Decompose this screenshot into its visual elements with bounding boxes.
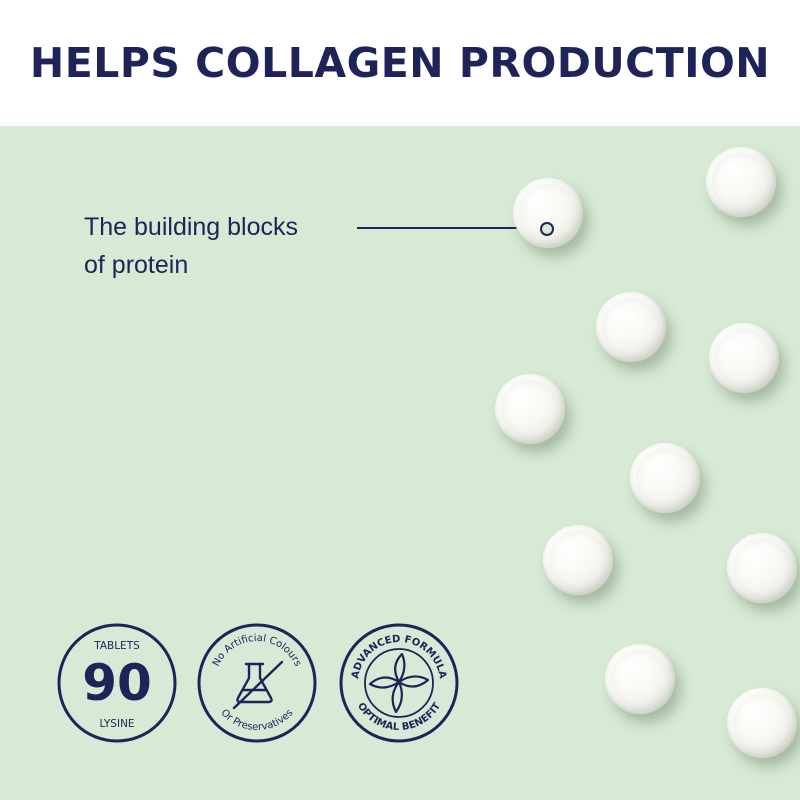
flask-strikethrough-icon: No Artificial Colours Or Preservatives xyxy=(197,623,317,743)
no-artificial-badge: No Artificial Colours Or Preservatives xyxy=(196,622,318,744)
callout-line-1: The building blocks xyxy=(84,213,299,241)
header-banner: HELPS COLLAGEN PRODUCTION xyxy=(0,0,800,126)
page-title: HELPS COLLAGEN PRODUCTION xyxy=(29,39,771,87)
callout-text: The building blocks of protein xyxy=(84,208,364,284)
tablet-image xyxy=(727,533,797,603)
leaf-flower-icon: ADVANCED FORMULA OPTIMAL BENEFIT xyxy=(339,623,459,743)
tablet-image xyxy=(495,374,565,444)
tablet-image xyxy=(709,323,779,393)
circle-badge-icon xyxy=(57,623,177,743)
callout-line-2: of protein xyxy=(84,251,189,279)
tablets-count-badge: TABLETS 90 LYSINE xyxy=(56,622,178,744)
tablet-image xyxy=(630,443,700,513)
badge-number: 90 xyxy=(82,654,152,712)
advanced-formula-badge: ADVANCED FORMULA OPTIMAL BENEFIT xyxy=(338,622,460,744)
tablet-image xyxy=(596,292,666,362)
badge-bottom-label: LYSINE xyxy=(99,718,135,730)
tablet-image xyxy=(513,178,583,248)
tablet-image xyxy=(727,688,797,758)
svg-text:Or Preservatives: Or Preservatives xyxy=(218,707,295,733)
callout-leader-line xyxy=(357,227,541,229)
tablet-image xyxy=(605,644,675,714)
badge-top-label: TABLETS xyxy=(94,640,140,652)
tablet-image xyxy=(543,525,613,595)
tablet-image xyxy=(706,147,776,217)
callout-leader-dot xyxy=(540,222,554,236)
badge-bottom-label: Or Preservatives xyxy=(218,707,295,733)
